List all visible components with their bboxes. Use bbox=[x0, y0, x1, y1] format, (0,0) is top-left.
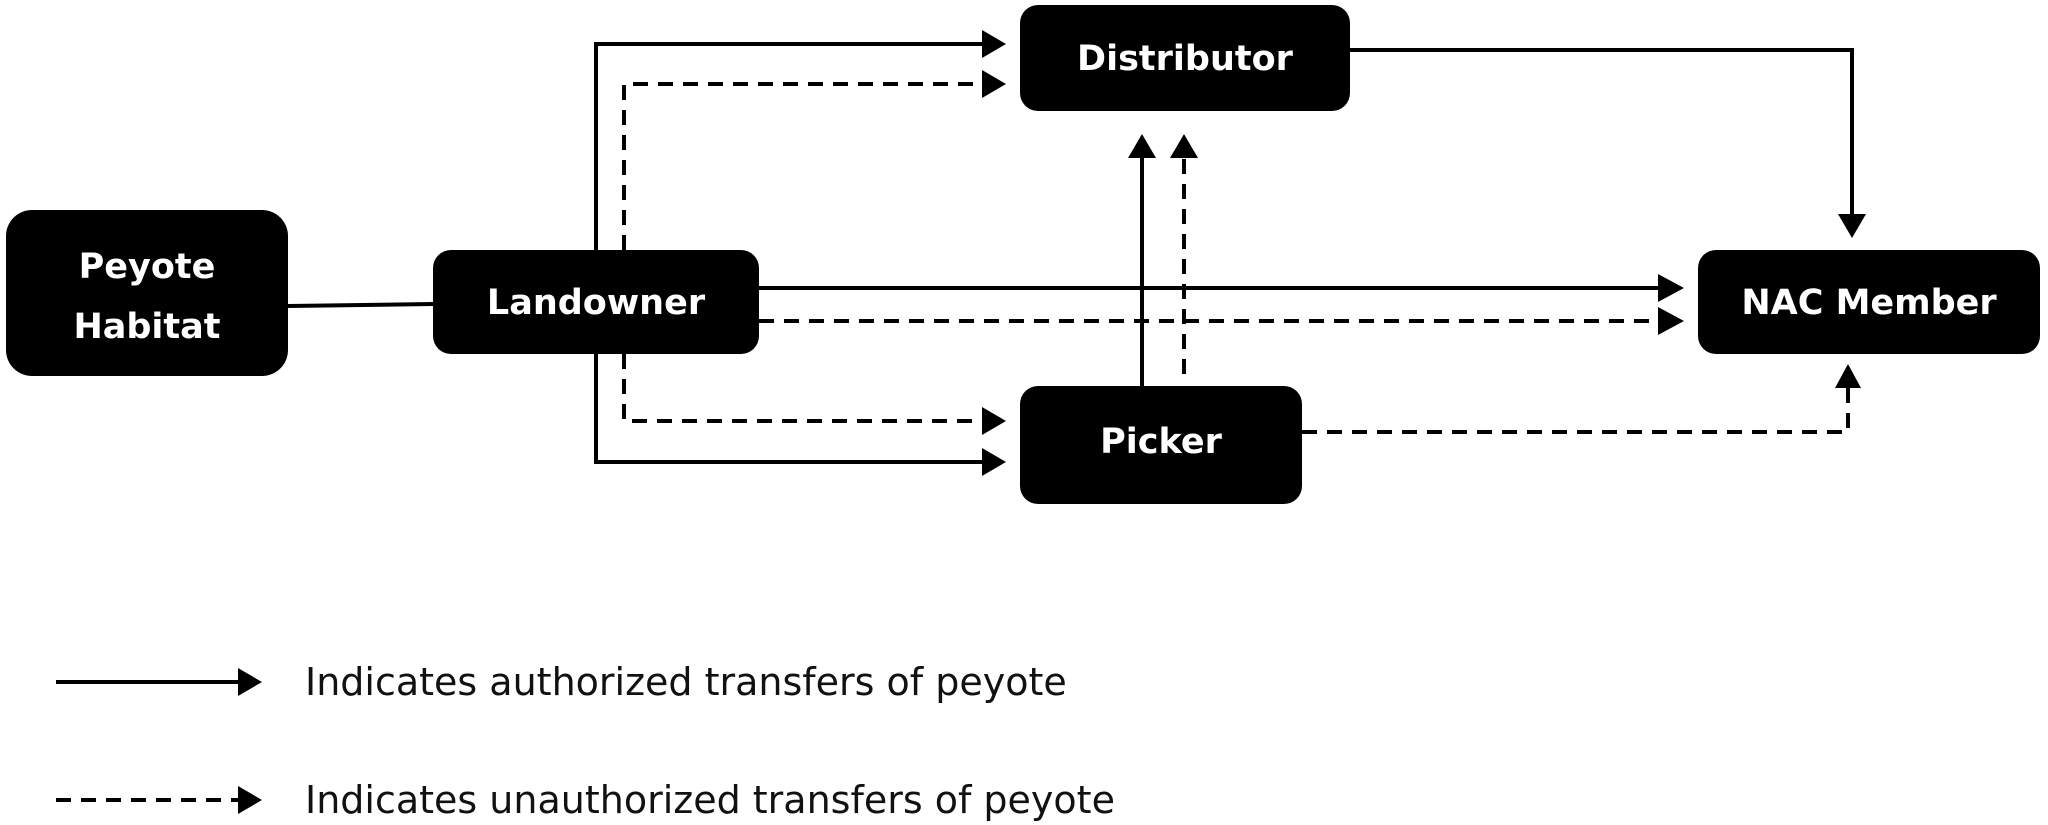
node-distributor: Distributor bbox=[1020, 5, 1350, 111]
arrowhead bbox=[1838, 214, 1866, 238]
node-picker: Picker bbox=[1020, 386, 1302, 504]
node-landowner: Landowner bbox=[433, 250, 759, 354]
arrowhead bbox=[1170, 134, 1198, 158]
edge-landowner-picker-solid bbox=[594, 354, 982, 464]
node-nac-member: NAC Member bbox=[1698, 250, 2040, 354]
arrowhead bbox=[982, 448, 1006, 476]
edge-picker-nac-dashed bbox=[1302, 388, 1850, 434]
arrowhead bbox=[238, 668, 262, 696]
arrowhead bbox=[1658, 274, 1684, 302]
node-label: Picker bbox=[1100, 422, 1222, 462]
node-label: Habitat bbox=[73, 307, 220, 347]
edge-habitat-landowner bbox=[287, 302, 434, 308]
node-peyote-habitat: Peyote Habitat bbox=[6, 210, 288, 376]
arrowhead bbox=[982, 407, 1006, 435]
node-label: NAC Member bbox=[1741, 283, 1997, 323]
arrowhead bbox=[1128, 134, 1156, 158]
arrowhead bbox=[1658, 307, 1684, 335]
legend-item-unauthorized: Indicates unauthorized transfers of peyo… bbox=[56, 778, 1115, 822]
edge-landowner-picker-dashed bbox=[622, 354, 982, 423]
node-label: Distributor bbox=[1077, 39, 1294, 79]
arrowhead bbox=[982, 70, 1006, 98]
edge-landowner-distributor-dashed bbox=[622, 82, 982, 250]
node-label: Peyote bbox=[79, 247, 216, 287]
arrowhead bbox=[238, 786, 262, 814]
edges bbox=[287, 30, 1866, 476]
edge-landowner-distributor-solid bbox=[594, 42, 982, 250]
edge-distributor-nac-solid bbox=[1350, 48, 1854, 214]
legend-label: Indicates authorized transfers of peyote bbox=[305, 660, 1067, 704]
arrowhead bbox=[982, 30, 1006, 58]
legend-label: Indicates unauthorized transfers of peyo… bbox=[305, 778, 1115, 822]
arrowhead bbox=[1835, 364, 1861, 388]
legend: Indicates authorized transfers of peyote… bbox=[56, 660, 1115, 822]
node-label: Landowner bbox=[487, 283, 706, 323]
legend-item-authorized: Indicates authorized transfers of peyote bbox=[56, 660, 1067, 704]
